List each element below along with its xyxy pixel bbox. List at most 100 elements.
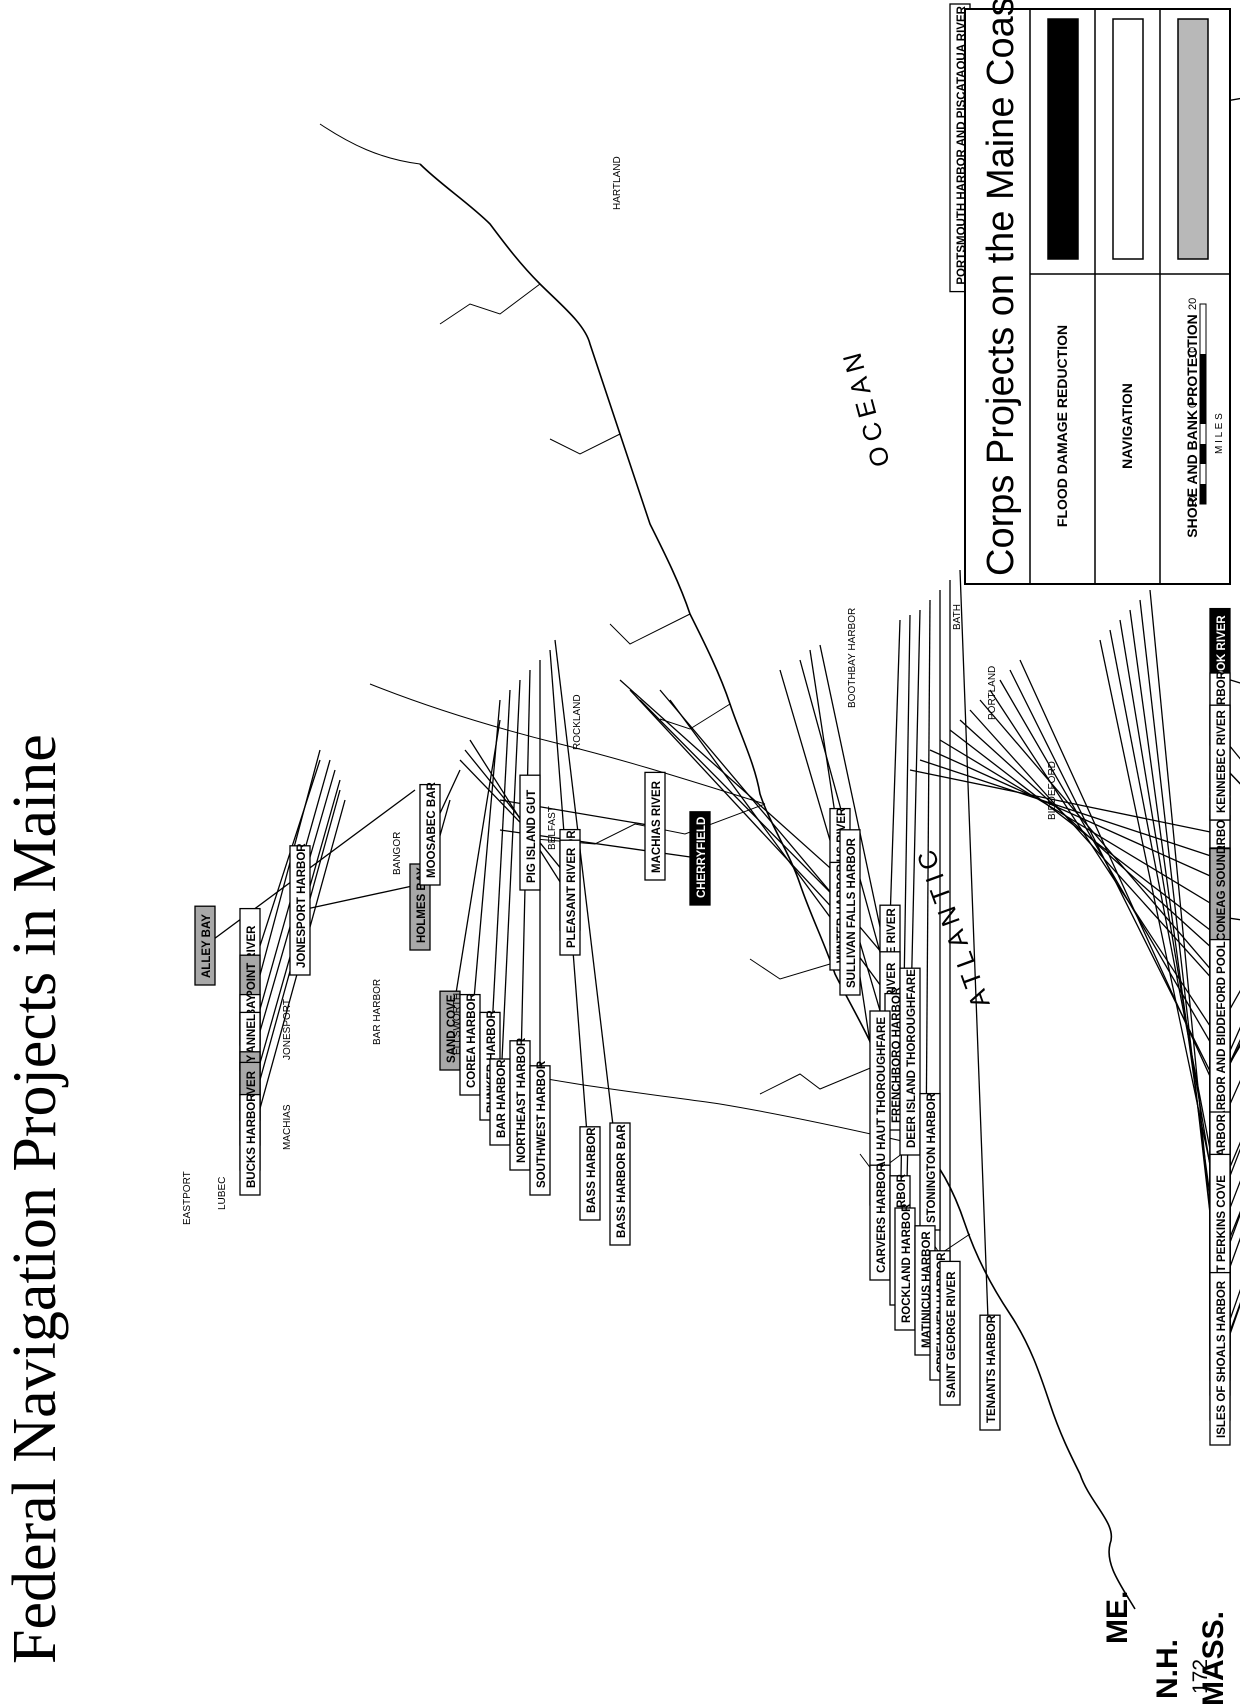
legend-label-flood: FLOOD DAMAGE REDUCTION: [1054, 324, 1070, 528]
place-name: LUBEC: [217, 1177, 228, 1210]
legend-label-shore: SHORE AND BANK PROTECTION: [1184, 314, 1200, 538]
place-name: BELFAST: [547, 806, 558, 850]
project-label-box: [1209, 1271, 1231, 1446]
leader-line: [554, 639, 621, 1185]
project-label-text: ISLES OF SHOALS HARBOR: [1216, 1280, 1228, 1438]
project-label-box: [289, 845, 311, 976]
project-label-text: BASS HARBOR BAR: [616, 1124, 628, 1238]
project-label-text: ROCKLAND HARBOR: [901, 1203, 913, 1323]
leader-line: [989, 689, 1221, 1042]
legend-box: [964, 8, 1231, 585]
ocean-label-atlantic: ATLANTIC: [909, 841, 996, 1013]
legend-label-navigation: NAVIGATION: [1119, 383, 1135, 469]
project-label-text: BAR HARBOR: [496, 1059, 508, 1138]
project-label-text: CARVERS HARBOR: [876, 1163, 888, 1273]
project-label-text: SAND COVE: [446, 994, 458, 1063]
project-label: STONINGTON HARBOR: [919, 1092, 941, 1231]
project-label: ISLES OF SHOALS HARBOR: [1209, 1271, 1231, 1446]
project-label-box: [689, 811, 711, 906]
project-label: BAR HARBOR: [489, 1058, 511, 1146]
leader-line: [489, 689, 511, 1067]
project-label-text: PLEASANT RIVER: [566, 847, 578, 948]
legend-swatch-flood: [1047, 18, 1079, 260]
leader-line: [629, 689, 841, 917]
project-label: DEER ISLAND THOROUGHFARE: [899, 967, 921, 1156]
leader-line: [969, 709, 1221, 989]
project-label: BUCKS HARBOR: [239, 1093, 261, 1196]
legend-swatch-navigation: [1112, 18, 1144, 260]
leader-line: [449, 719, 501, 1031]
project-label: BASS HARBOR BAR: [609, 1122, 631, 1246]
leader-line: [1139, 599, 1221, 1302]
project-label-box: [519, 774, 541, 891]
place-name: ROCKLAND: [572, 694, 583, 750]
project-label-text: DEER ISLAND THOROUGHFARE: [906, 969, 918, 1148]
place-name: BIDDEFORD: [1047, 761, 1058, 820]
project-label: SULLIVAN FALLS HARBOR: [839, 829, 861, 996]
scale-tick-label: 10: [1187, 347, 1199, 359]
project-label: BASS HARBOR: [579, 1126, 601, 1221]
project-label-text: BASS HARBOR: [586, 1127, 598, 1213]
project-label: PLEASANT RIVER: [559, 839, 581, 956]
project-label-box: [1209, 704, 1231, 821]
leader-line: [959, 719, 1221, 956]
project-label: TENANTS HARBOR: [979, 1314, 1001, 1431]
project-label-text: CHERRYFIELD: [696, 817, 708, 898]
project-label-text: NORTHEAST HARBOR: [516, 1037, 528, 1163]
project-labels: SAINT CROIX RIVERPLEASANT POINTCOBSCOOK …: [194, 3, 1231, 1446]
leader-line: [1219, 914, 1240, 1074]
project-label-box: [839, 829, 861, 996]
legend-swatch-shore: [1177, 18, 1209, 260]
project-label-text: MOOSABEC BAR: [426, 781, 438, 878]
project-label-text: PIG ISLAND GUT: [526, 790, 538, 883]
project-label-text: ALLEY BAY: [201, 914, 213, 978]
leader-line: [249, 749, 321, 1013]
project-label-text: SULLIVAN FALLS HARBOR: [846, 837, 858, 988]
leader-line: [904, 609, 921, 1270]
project-label-box: [559, 839, 581, 956]
legend-title: Corps Projects on the Maine Coastline: [980, 0, 1022, 576]
project-label: CHERRYFIELD: [689, 811, 711, 906]
place-name: ELLSWORTH: [452, 993, 463, 1055]
project-label-box: [194, 905, 216, 986]
leader-line: [1219, 899, 1240, 1128]
project-label: SOUTHWEST HARBOR: [529, 1060, 551, 1196]
scale-bar: 10 0 10 20 M I L E S: [1187, 298, 1225, 508]
project-label-text: ISLE AU HAUT THOROUGHFARE: [876, 1017, 888, 1198]
project-label: MACHIAS RIVER: [644, 771, 666, 881]
place-name: BATH: [952, 604, 963, 630]
project-label-text: KENNEBEC RIVER: [1216, 709, 1228, 813]
leader-line: [1119, 619, 1221, 1227]
leader-line: [1109, 629, 1221, 1202]
state-label-nh: N.H.: [1151, 1639, 1184, 1699]
project-label: ALLEY BAY: [194, 905, 216, 986]
place-name: MACHIAS: [282, 1104, 293, 1150]
leader-line: [919, 759, 1221, 860]
place-name: BOOTHBAY HARBOR: [847, 608, 858, 708]
project-label: CARVERS HARBOR: [869, 1163, 891, 1281]
leader-line: [909, 769, 1221, 835]
project-label: ROCKLAND HARBOR: [894, 1203, 916, 1331]
place-name: BANGOR: [392, 832, 403, 875]
project-label-box: [419, 783, 441, 886]
leader-line: [619, 679, 841, 878]
project-label-box: [899, 967, 921, 1156]
project-label-box: [644, 771, 666, 881]
leader-line: [959, 569, 991, 1373]
leader-line: [469, 699, 501, 1045]
leader-line: [1149, 589, 1221, 1316]
scale-tick-label: 0: [1187, 402, 1199, 408]
scale-tick-label: 10: [1187, 496, 1199, 508]
coastline-path: [419, 163, 1136, 1610]
leader-line: [459, 759, 531, 834]
project-label: NORTHEAST HARBOR: [509, 1037, 531, 1171]
state-label-me: ME.: [1101, 1590, 1134, 1644]
project-label: KENNEBEC RIVER: [1209, 704, 1231, 821]
project-label: COREA HARBOR: [459, 993, 481, 1096]
scale-tick-label: 20: [1187, 298, 1199, 310]
place-name: EASTPORT: [182, 1171, 193, 1225]
project-label-box: [579, 1126, 601, 1221]
project-label-box: [609, 1122, 631, 1246]
